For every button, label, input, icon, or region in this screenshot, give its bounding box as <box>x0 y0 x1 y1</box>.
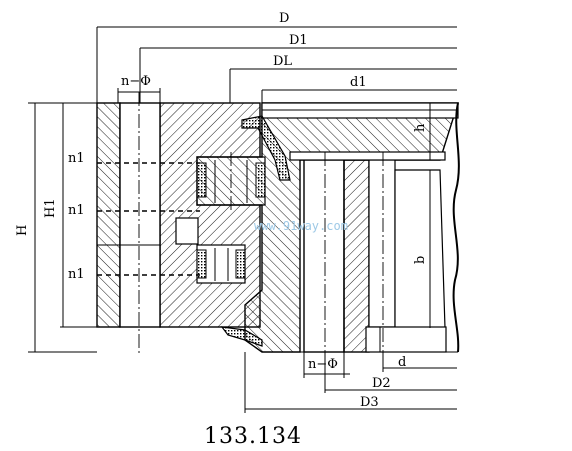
label-n-phi-top: n−Φ <box>121 74 151 89</box>
label-n1-a: n1 <box>68 151 85 166</box>
inner-ring <box>196 102 460 353</box>
label-d: d <box>398 355 406 370</box>
label-n-phi-bottom: n−Φ <box>308 357 338 372</box>
label-D1: D1 <box>289 33 308 48</box>
outer-ring <box>96 102 266 328</box>
label-DL: DL <box>273 54 292 69</box>
label-n1-b: n1 <box>68 203 85 218</box>
top-dimension-lines <box>96 26 457 103</box>
watermark: www.91way.com <box>254 219 348 233</box>
label-D2: D2 <box>372 376 391 391</box>
label-d1: d1 <box>350 75 367 90</box>
label-h: h <box>413 123 428 132</box>
figure-caption: 133.134 <box>204 424 302 449</box>
centerlines <box>97 92 384 370</box>
left-dimension-lines <box>28 102 97 353</box>
label-H: H <box>15 225 30 236</box>
label-b: b <box>413 256 428 264</box>
label-H1: H1 <box>43 198 58 218</box>
seal-lips <box>220 115 291 347</box>
label-D3: D3 <box>360 395 379 410</box>
bottom-dimension-lines <box>244 352 457 413</box>
label-D: D <box>279 11 289 26</box>
label-n1-c: n1 <box>68 267 85 282</box>
